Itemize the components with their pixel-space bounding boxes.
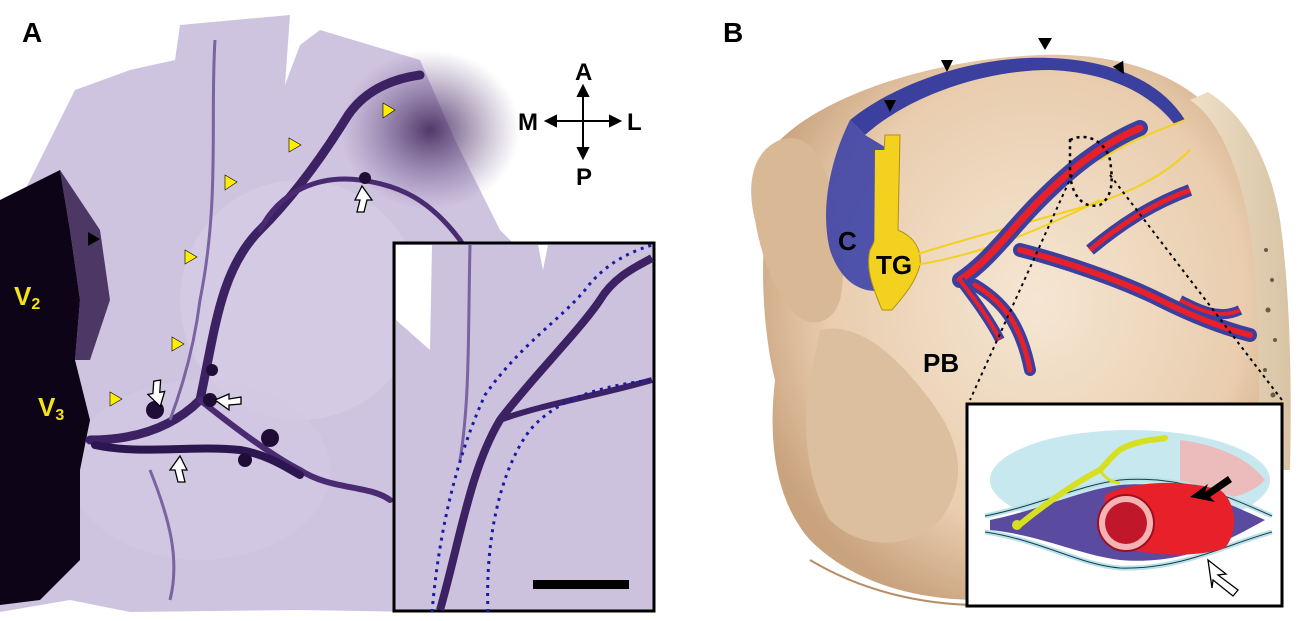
panel-b-label: B <box>723 17 743 48</box>
orientation-cross <box>543 83 623 161</box>
orient-anterior: A <box>575 59 592 86</box>
panel-a-label: A <box>22 17 42 48</box>
trigeminal-region <box>0 170 90 605</box>
label-tg: TG <box>876 250 912 280</box>
orient-lateral: L <box>627 109 642 136</box>
inset-nerve <box>1015 435 1168 529</box>
label-c: C <box>838 226 857 256</box>
illustration-b: C TG PB B <box>723 17 1291 608</box>
label-pb: PB <box>923 348 959 378</box>
panel-a: A P M L V2 V3 A <box>0 15 656 613</box>
white-arrows <box>146 184 374 483</box>
black-arrowhead <box>88 232 100 246</box>
label-v2: V2 <box>14 281 40 313</box>
meningeal-vessels <box>952 120 1257 376</box>
inset-dotted-outline-outer <box>486 378 653 613</box>
orient-posterior: P <box>576 164 592 191</box>
sinus-vessel <box>850 57 1185 135</box>
micrograph-a: A P M L V2 V3 A <box>0 15 656 613</box>
black-arrowheads <box>884 38 1124 112</box>
inset-b <box>965 402 1284 608</box>
scale-bar <box>533 580 629 589</box>
inset-white-arrow <box>1207 558 1239 597</box>
orient-medial: M <box>518 109 538 136</box>
magnified-region-outline <box>1068 135 1113 207</box>
panel-b: C TG PB B <box>660 0 1300 621</box>
middle-meningeal-artery <box>85 70 425 445</box>
inset-black-arrow <box>1190 476 1232 502</box>
inset-a <box>392 241 656 613</box>
label-v3: V3 <box>38 392 64 424</box>
skull-bone-edge <box>1190 92 1291 470</box>
yellow-arrowheads <box>109 102 396 407</box>
